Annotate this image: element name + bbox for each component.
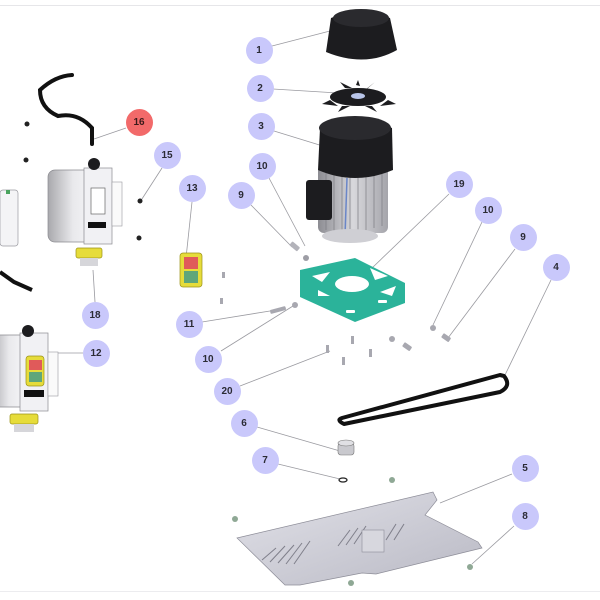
callout-10[interactable]: 10 xyxy=(194,345,222,373)
callout-10[interactable]: 10 xyxy=(248,152,276,180)
callout-19[interactable]: 19 xyxy=(445,170,473,198)
electric-motor-part xyxy=(306,116,393,243)
top-divider xyxy=(0,5,600,6)
callout-2[interactable]: 2 xyxy=(246,74,274,102)
washer-part xyxy=(338,477,348,483)
callout-4[interactable]: 4 xyxy=(542,253,570,281)
bolt-nut-hardware xyxy=(289,241,309,261)
callout-12[interactable]: 12 xyxy=(82,339,110,367)
callout-5[interactable]: 5 xyxy=(511,454,539,482)
callout-18[interactable]: 18 xyxy=(81,301,109,329)
motor-bracket-part xyxy=(300,258,405,322)
on-off-switch-part xyxy=(179,252,203,288)
callout-11[interactable]: 11 xyxy=(175,310,203,338)
base-tray-part xyxy=(236,491,483,586)
leader-lines xyxy=(42,30,552,565)
callout-13[interactable]: 13 xyxy=(178,174,206,202)
pulley-part xyxy=(337,439,355,456)
drive-belt-part xyxy=(337,373,510,426)
callout-15[interactable]: 15 xyxy=(153,141,181,169)
capacitor-part xyxy=(0,189,19,247)
bracket-hardware xyxy=(220,272,451,365)
callout-20[interactable]: 20 xyxy=(213,377,241,405)
cooling-fan-part xyxy=(322,80,396,112)
screw-part xyxy=(389,477,395,483)
fan-cover-part xyxy=(326,9,397,60)
tray-screws xyxy=(232,516,473,586)
callout-8[interactable]: 8 xyxy=(511,502,539,530)
callout-16-active[interactable]: 16 xyxy=(125,108,153,136)
callout-9[interactable]: 9 xyxy=(227,181,255,209)
callout-1[interactable]: 1 xyxy=(245,36,273,64)
bottom-divider xyxy=(0,591,600,592)
power-cable-part xyxy=(37,73,94,146)
small-screws-left xyxy=(23,121,143,241)
callout-6[interactable]: 6 xyxy=(230,409,258,437)
callout-10[interactable]: 10 xyxy=(474,196,502,224)
callout-9[interactable]: 9 xyxy=(509,223,537,251)
switch-box-assembly-part xyxy=(0,270,59,432)
callout-3[interactable]: 3 xyxy=(247,112,275,140)
callout-7[interactable]: 7 xyxy=(251,446,279,474)
switch-box-part xyxy=(47,158,123,266)
